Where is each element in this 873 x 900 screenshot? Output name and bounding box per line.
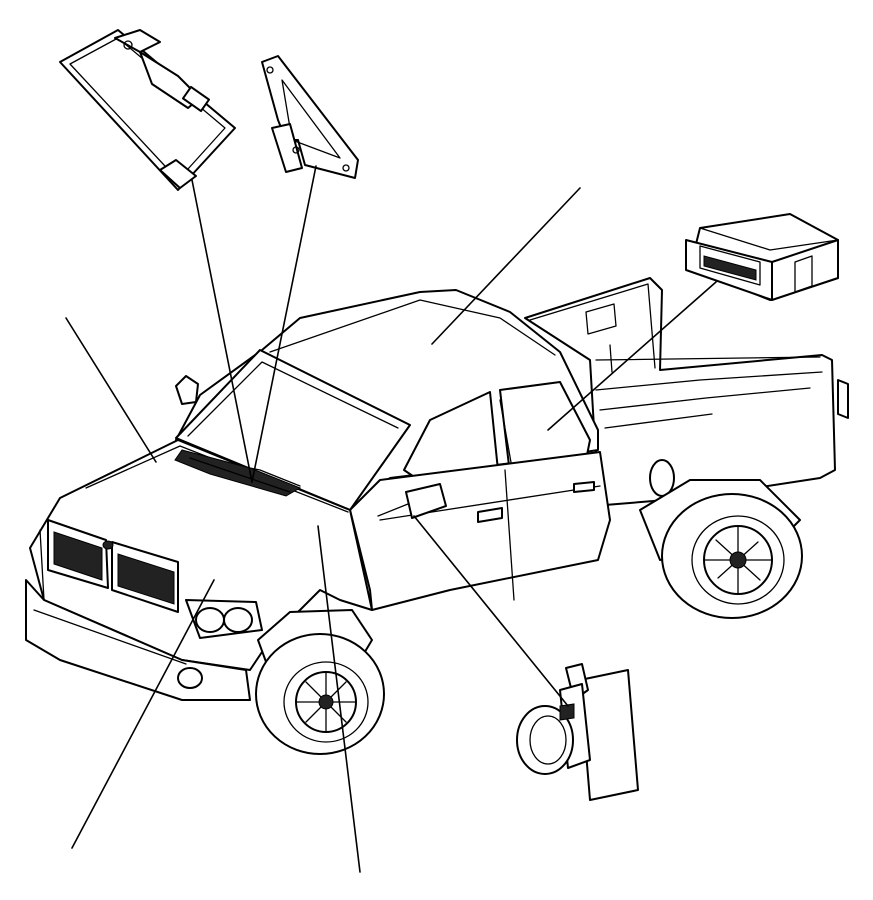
mounting-bracket (261, 55, 359, 179)
leader-line (251, 165, 317, 483)
mirror-module (516, 663, 639, 801)
pickup-truck (25, 277, 849, 755)
leader-line (71, 579, 215, 849)
leader-line (191, 179, 253, 483)
leader-line (547, 281, 717, 431)
leader-line (431, 187, 581, 345)
leader-lines (65, 165, 717, 873)
module-panel (59, 29, 236, 191)
leader-line (317, 525, 361, 873)
airbag-control-module (685, 213, 839, 301)
leader-line (413, 515, 569, 707)
leader-line (65, 317, 157, 463)
